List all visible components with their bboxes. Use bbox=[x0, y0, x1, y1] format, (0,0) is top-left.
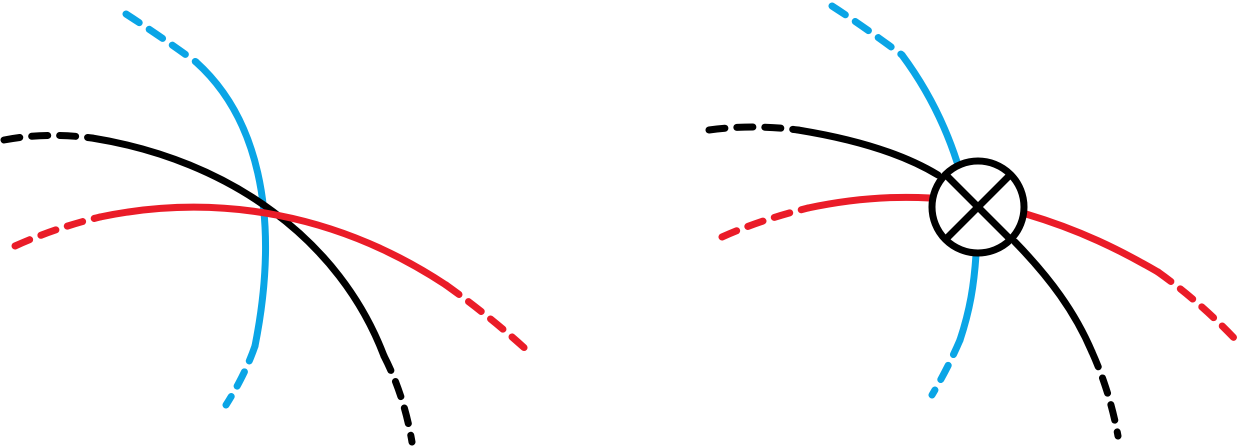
right-red-dashed-left bbox=[718, 204, 812, 241]
left-red-dashed-left bbox=[11, 213, 104, 250]
right-red-dashed-right bbox=[1154, 268, 1240, 344]
left-black-dashed-left bbox=[0, 131, 96, 144]
right-blue-solid-upper bbox=[898, 51, 961, 166]
left-red-dashed-right bbox=[442, 281, 534, 357]
right-black-solid-upper bbox=[794, 126, 942, 179]
right-red-solid-left bbox=[804, 193, 934, 212]
vertex-circle-x bbox=[928, 157, 1028, 257]
left-black-line bbox=[0, 131, 416, 446]
right-blue-dashed-top bbox=[828, 2, 906, 59]
left-blue-dashed-bottom bbox=[222, 342, 259, 409]
right-black-dashed-bottom bbox=[1088, 348, 1122, 440]
right-black-solid-lower bbox=[1011, 238, 1096, 356]
left-red-line bbox=[11, 203, 534, 357]
left-panel bbox=[0, 10, 534, 446]
right-red-solid-right bbox=[1022, 210, 1162, 276]
right-black-line bbox=[705, 123, 1122, 440]
left-black-solid bbox=[88, 134, 388, 360]
left-blue-solid bbox=[192, 58, 269, 350]
right-blue-line bbox=[828, 2, 980, 399]
right-panel bbox=[705, 2, 1240, 440]
right-red-line bbox=[718, 193, 1240, 344]
right-blue-solid-lower bbox=[956, 251, 980, 344]
right-black-dashed-left bbox=[705, 123, 802, 134]
left-blue-dashed-top bbox=[122, 10, 200, 66]
vertex-x-stroke-2 bbox=[942, 171, 1014, 243]
left-black-dashed-bottom bbox=[380, 352, 416, 446]
left-blue-line bbox=[122, 10, 269, 409]
left-red-solid bbox=[96, 203, 450, 289]
right-blue-dashed-bottom bbox=[928, 336, 964, 399]
